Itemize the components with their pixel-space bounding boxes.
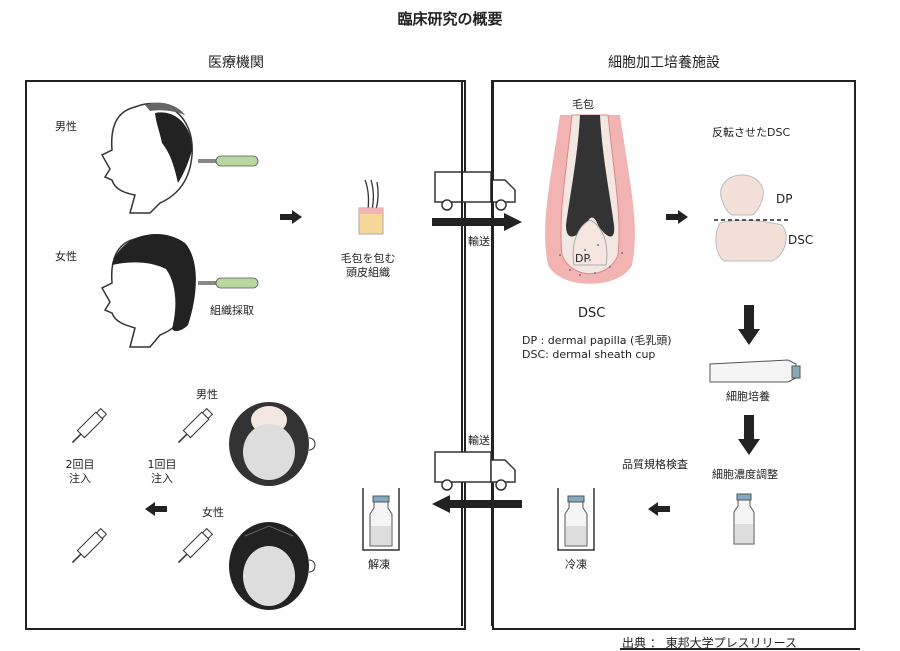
transport-arrow-right (432, 213, 522, 231)
scalp-tissue-label: 毛包を包む 頭皮組織 (338, 252, 398, 280)
syringe-icon-3 (71, 407, 108, 444)
scalp-tissue-label-line2: 頭皮組織 (346, 266, 390, 279)
first-injection-line1: 1回目 (147, 458, 177, 471)
thaw-label: 解凍 (368, 558, 390, 571)
second-injection-label: 2回目 注入 (58, 458, 102, 486)
follicle-label: 毛包 (572, 98, 594, 111)
follicle-dsc-label: DSC (578, 306, 606, 321)
transport-label-bottom: 輸送 (468, 434, 490, 447)
transport-arrow-left (432, 495, 522, 513)
culture-label: 細胞培養 (726, 390, 770, 403)
right-panel-title: 細胞加工培養施設 (608, 55, 720, 71)
female-label: 女性 (55, 250, 77, 263)
male-scalp-topview (229, 402, 316, 486)
legend-dp: DP : dermal papilla (毛乳頭) (522, 334, 672, 347)
syringe-icon (177, 407, 214, 444)
thaw-vial-icon (362, 488, 400, 551)
footer-underline (620, 648, 860, 650)
scalp-tissue-label-line1: 毛包を包む (340, 252, 396, 265)
arrow-left-icon (648, 502, 670, 516)
syringe-icon-2 (177, 527, 214, 564)
source-footer: 出典 ： 東邦大学プレスリリース (622, 636, 798, 650)
male-label-2: 男性 (196, 388, 218, 401)
hair-follicle-illustration (545, 114, 635, 284)
legend-dsc: DSC: dermal sheath cup (522, 348, 656, 361)
vial-icon (733, 493, 755, 545)
second-injection-line1: 2回目 (65, 458, 95, 471)
inverted-dsc-label-2: DSC (788, 233, 814, 247)
arrow-right-icon (280, 210, 302, 224)
freeze-label: 冷凍 (565, 558, 587, 571)
biopsy-tool-icon-2 (198, 277, 259, 289)
inverted-dsc-illustration (714, 174, 790, 262)
syringe-icon-4 (71, 527, 108, 564)
freezer-vial-icon (557, 488, 595, 551)
first-injection-label: 1回目 注入 (142, 458, 182, 486)
second-injection-line2: 注入 (69, 472, 91, 485)
male-head-illustration (100, 102, 193, 214)
inverted-dp-label: DP (776, 192, 793, 206)
female-scalp-topview (229, 522, 316, 610)
female-head-illustration (100, 234, 196, 348)
biopsy-tool-icon (198, 155, 259, 167)
female-label-2: 女性 (202, 506, 224, 519)
arrow-right-icon-2 (666, 210, 688, 224)
truck-icon-2 (434, 451, 516, 491)
male-label: 男性 (55, 120, 77, 133)
culture-flask-icon (709, 359, 801, 383)
panel-divider-lines (461, 80, 493, 626)
scalp-tissue-icon (358, 179, 384, 235)
inverted-dsc-label: 反転させたDSC (712, 126, 791, 139)
qc-label: 品質規格検査 (622, 458, 688, 471)
arrow-down-icon-2 (738, 415, 760, 455)
arrow-left-icon-2 (145, 502, 167, 516)
follicle-dp-label: DP (575, 252, 591, 265)
left-panel-title: 医療機関 (208, 55, 264, 71)
diagram-title: 臨床研究の概要 (397, 10, 503, 28)
concentration-label: 細胞濃度調整 (712, 468, 778, 481)
transport-label-top: 輸送 (468, 235, 490, 248)
arrow-down-icon (738, 305, 760, 345)
biopsy-label: 組織採取 (210, 304, 254, 317)
first-injection-line2: 注入 (151, 472, 173, 485)
